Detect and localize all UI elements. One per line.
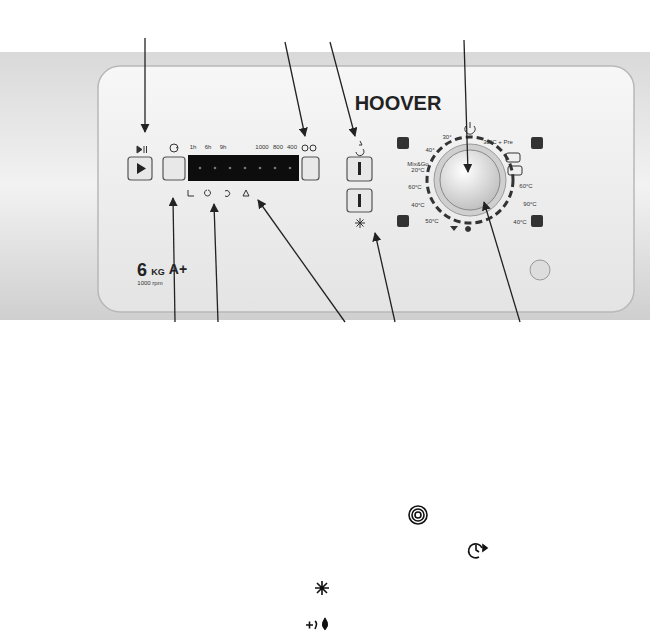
program-knob [440, 150, 500, 210]
spin-label: 400 [287, 144, 297, 150]
key-symbols [306, 506, 487, 629]
capacity-unit: KG [151, 268, 165, 277]
programme-label: 40°C [411, 202, 424, 208]
panel-body [0, 52, 650, 320]
programme-label: 60°C [408, 184, 421, 190]
programme-label: 50°C [425, 218, 438, 224]
programme-icons [397, 137, 543, 232]
programme-label: 60°C [519, 183, 532, 189]
button-icons [137, 141, 365, 228]
programme-label: 40°C [513, 219, 526, 225]
dial-bezel [434, 144, 506, 216]
capacity-number: 6 [137, 261, 147, 280]
energy-rating: A+ [169, 262, 187, 277]
panel-bezel [98, 66, 634, 312]
programme-label: Mix&Go 20°C [403, 161, 433, 174]
brand-logo [530, 260, 550, 280]
spin-label: 1000 [255, 144, 268, 150]
delay-label: 1h [190, 144, 197, 150]
dial-ring [427, 137, 513, 223]
delay-label: 6h [205, 144, 212, 150]
leader-arrows [145, 38, 520, 322]
delay-label: 9h [220, 144, 227, 150]
spin-speed: 1000 rpm [137, 280, 162, 286]
lcd-display [188, 155, 299, 181]
spin-label: 800 [273, 144, 283, 150]
programme-label: 90°C [523, 201, 536, 207]
programme-label: 40° [425, 147, 434, 153]
brand-name: HOOVER [355, 93, 442, 114]
display-dots [199, 167, 292, 170]
programme-label: 30° [442, 134, 451, 140]
programme-label: 30°C + Pre [483, 139, 513, 145]
